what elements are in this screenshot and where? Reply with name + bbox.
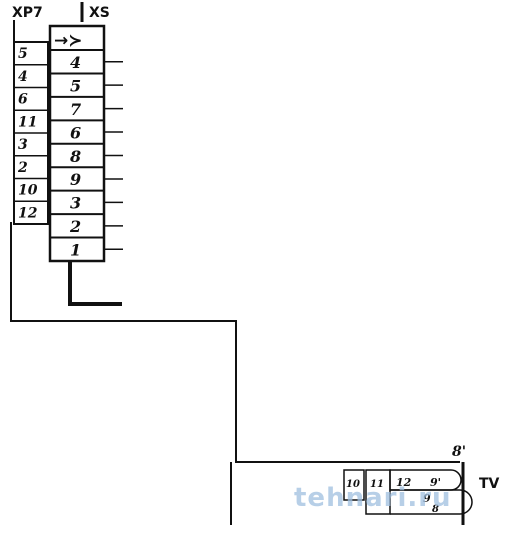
xp7-pin-label: 5 [18, 46, 28, 62]
xs-pin-label: 8 [69, 147, 81, 166]
xp7-pin-label: 11 [18, 114, 37, 130]
xs-pin-label: 2 [69, 217, 81, 236]
tv-pin-9prime: 9' [430, 476, 441, 489]
xp7-connector: 5 4 6 11 3 2 10 12 [13, 20, 49, 225]
tv-pin-box-11 [365, 469, 391, 515]
tv-label: TV [479, 476, 500, 492]
tv-pin-12: 12 [396, 476, 412, 489]
tv-pin-box-10 [343, 469, 365, 501]
xs-connector: →≻ 4 5 7 6 8 9 3 2 1 [48, 24, 123, 263]
routing-wire [10, 222, 460, 463]
xs-pin-label: 1 [70, 241, 81, 260]
xs-label: XS [89, 5, 110, 21]
xs-pin-label: 4 [70, 53, 81, 72]
xp7-pin-label: 4 [18, 69, 28, 85]
tv-pin-8: 8 [432, 504, 439, 515]
xp7-label: XP7 [12, 5, 43, 21]
xp7-pin-label: 12 [18, 205, 38, 221]
watermark: tehnari.ru [294, 483, 452, 513]
tv-block: 8' TV 10 11 12 9' 9 8 [343, 444, 500, 525]
xs-pin-label: 7 [70, 100, 81, 119]
tv-prime-label: 8' [452, 444, 466, 460]
xs-pin-label: 5 [70, 76, 81, 95]
tv-pin-9: 9 [423, 492, 431, 505]
xp7-pin-label: 3 [18, 137, 28, 153]
xs-symbol: →≻ [54, 31, 83, 51]
xs-pin-label: 6 [70, 123, 81, 142]
xs-pin-label: 9 [70, 170, 81, 189]
tv-pin-10: 10 [346, 479, 360, 490]
bus-line [68, 261, 122, 306]
xp7-pin-label: 6 [18, 92, 28, 108]
xs-pin-label: 3 [70, 194, 81, 213]
xp7-pin-label: 2 [17, 160, 28, 176]
tv-pin-11: 11 [370, 479, 384, 490]
xp7-pin-label: 10 [18, 183, 38, 199]
